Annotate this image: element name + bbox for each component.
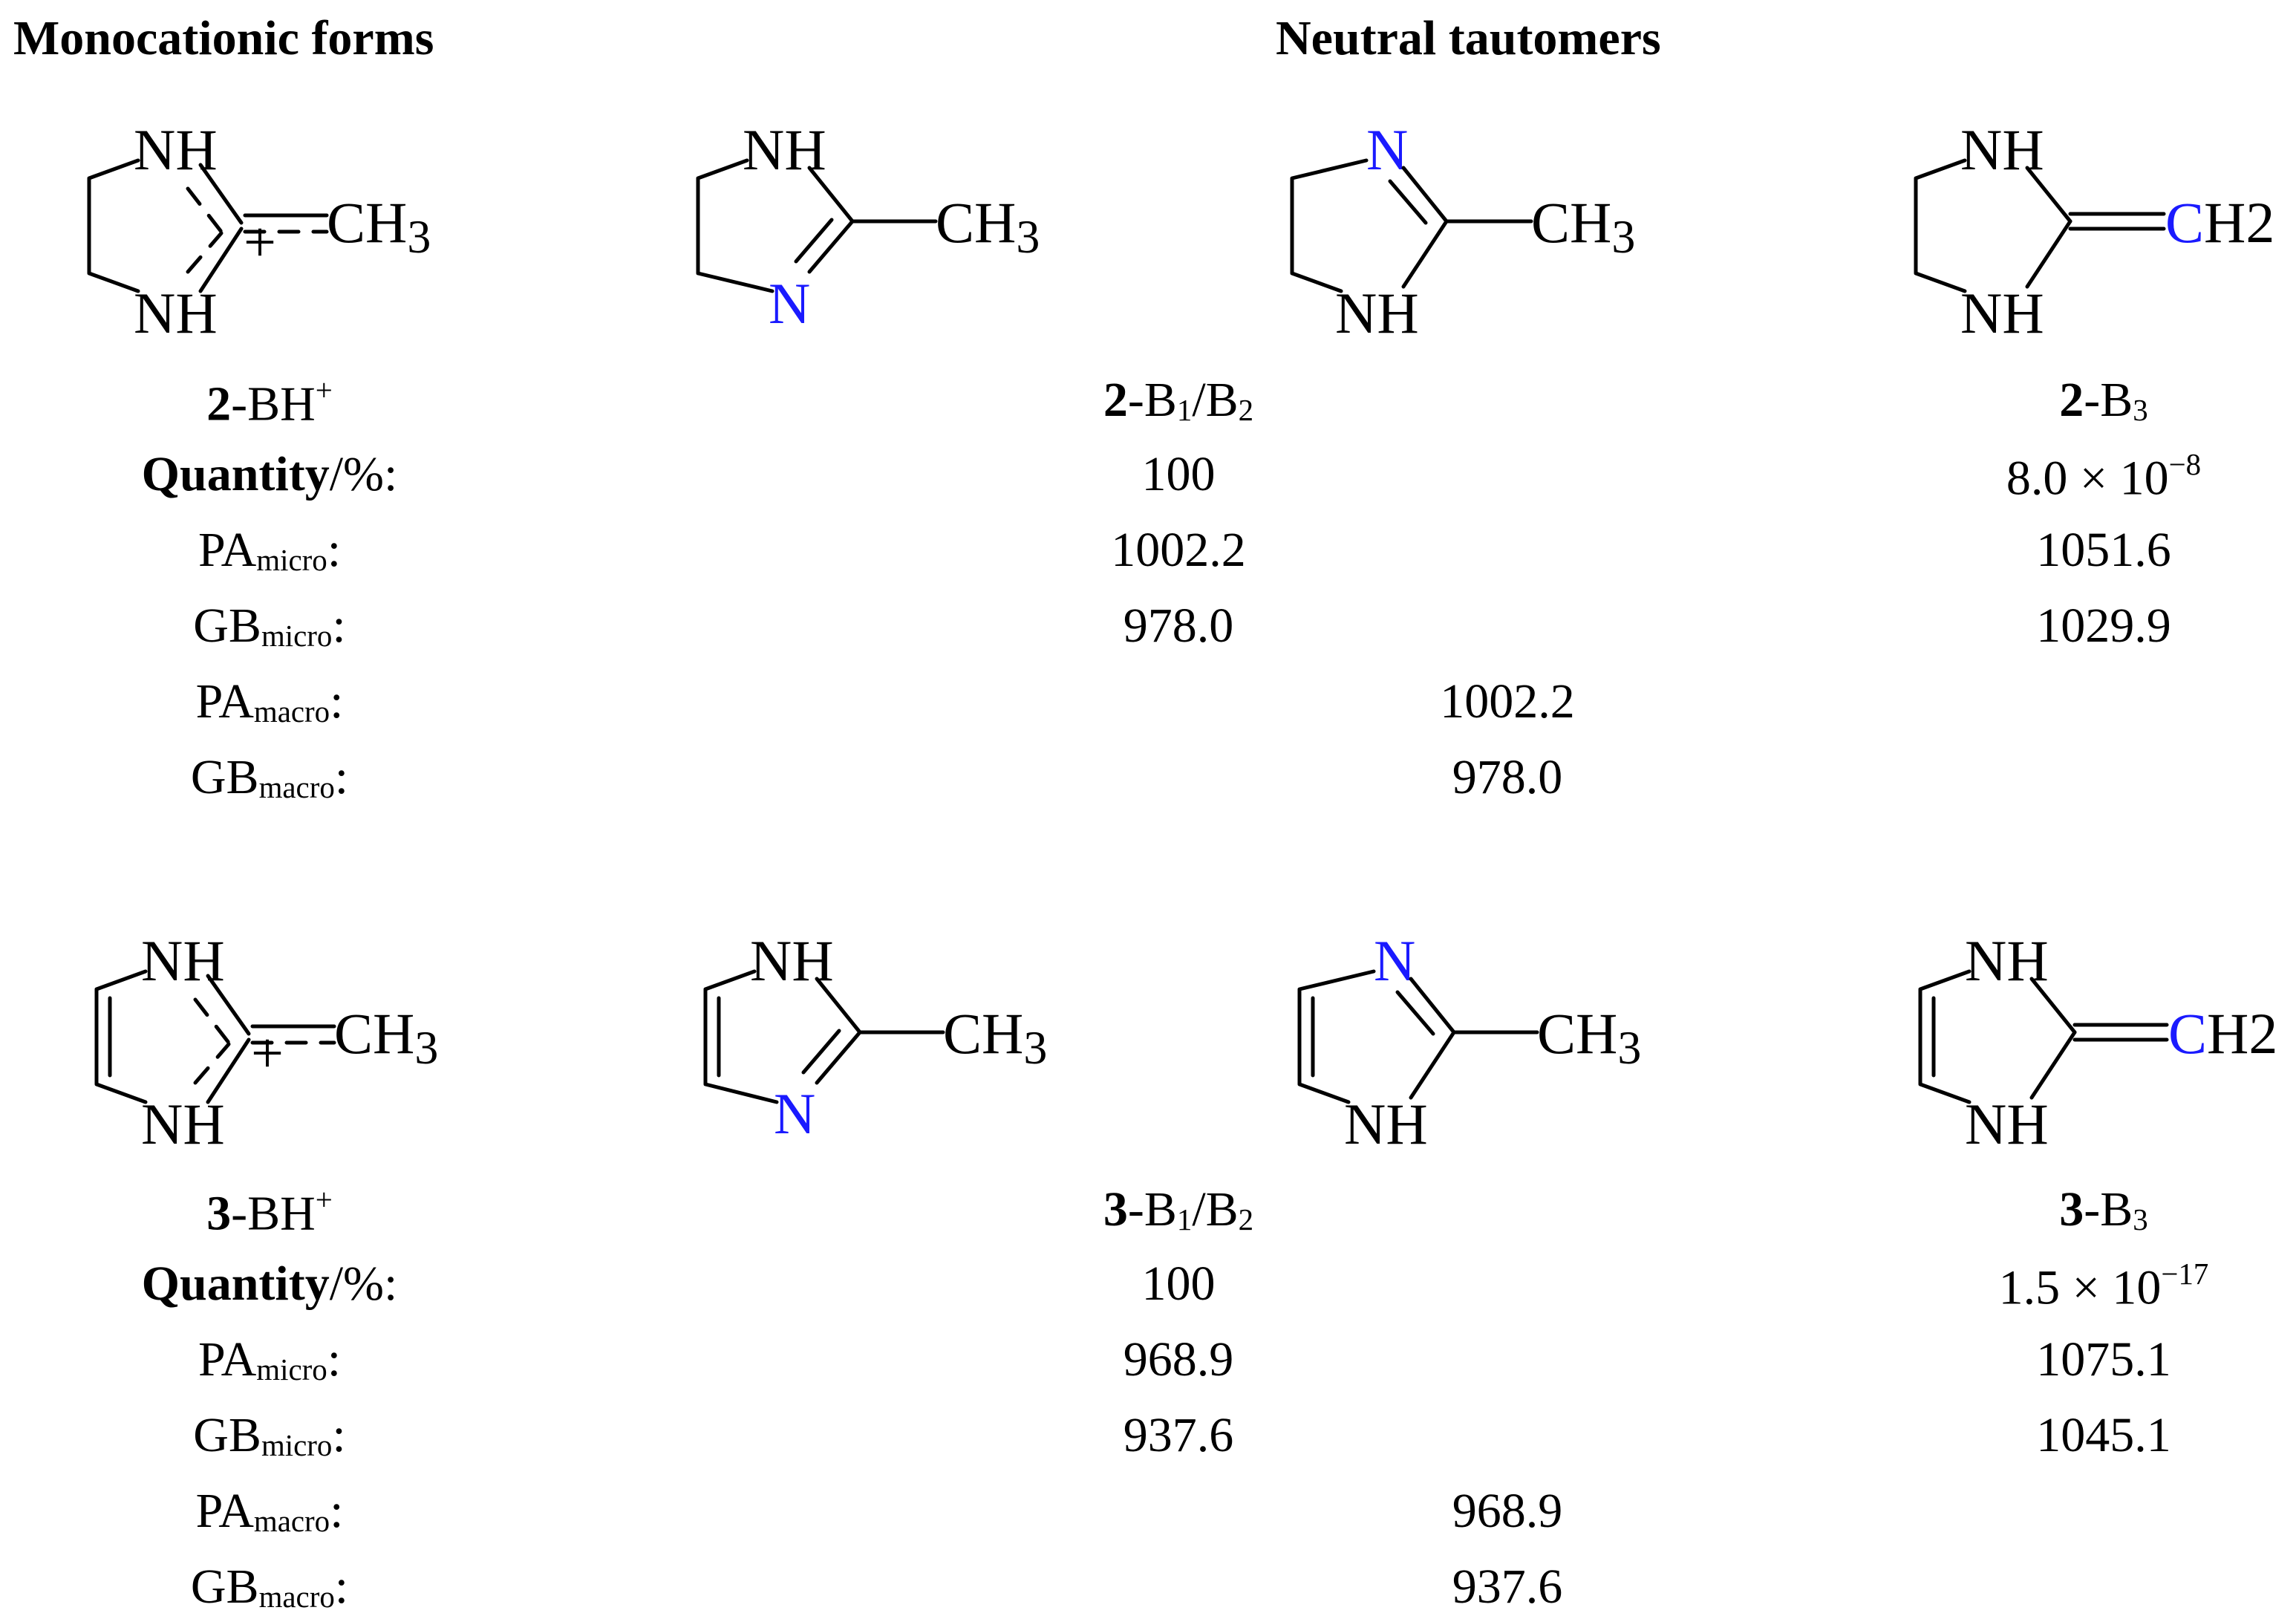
molecule-2-b2: N NH CH3 xyxy=(1290,117,1635,345)
svg-text:CH3: CH3 xyxy=(936,190,1040,263)
atom-n-highlight: N xyxy=(1374,928,1415,993)
svg-text:CH3: CH3 xyxy=(1537,1001,1641,1074)
gb-micro-2-b1-b2: 978.0 xyxy=(1123,599,1234,653)
quantity-3-b3: 1.5 × 10−17 xyxy=(1998,1257,2209,1315)
ch3-label: CH xyxy=(327,190,407,255)
quantity-label: Quantity/%: xyxy=(141,1257,398,1311)
molecule-3-bh-plus: NH NH + CH3 xyxy=(94,928,438,1156)
pa-micro-3-b1-b2: 968.9 xyxy=(1123,1332,1234,1387)
svg-text:CH3: CH3 xyxy=(1531,190,1635,263)
atom-nh-bottom: NH xyxy=(134,281,218,345)
charge-plus: + xyxy=(244,209,276,274)
molecule-2-b1: NH N CH3 xyxy=(696,117,1040,336)
gb-micro-3-b3: 1045.1 xyxy=(2036,1408,2171,1462)
ch3-label: CH xyxy=(334,1001,414,1066)
ch3-label: CH xyxy=(936,190,1016,255)
ch3-label: CH xyxy=(1531,190,1611,255)
quantity-label: Quantity/%: xyxy=(141,447,398,501)
ch2-carbon-highlight: C xyxy=(2168,1001,2207,1066)
svg-text:CH3: CH3 xyxy=(327,190,431,263)
pa-micro-2-b1-b2: 1002.2 xyxy=(1111,523,1246,577)
gb-macro-label: GBmacro: xyxy=(190,1560,349,1615)
gb-macro-3: 937.6 xyxy=(1452,1560,1563,1614)
molecule-3-b1: NH N CH3 xyxy=(703,928,1047,1146)
label-3-bh-plus: 3-BH+ xyxy=(206,1183,333,1241)
pa-micro-2-b3: 1051.6 xyxy=(2036,523,2171,577)
ch3-label: CH xyxy=(943,1001,1023,1066)
label-2-bh-plus: 2-BH+ xyxy=(206,374,333,431)
atom-n-highlight: N xyxy=(774,1081,815,1146)
gb-micro-3-b1-b2: 937.6 xyxy=(1123,1408,1234,1462)
svg-text:CH3: CH3 xyxy=(334,1001,438,1074)
molecule-2-bh-plus: NH NH + CH3 xyxy=(87,117,431,345)
pa-micro-3-b3: 1075.1 xyxy=(2036,1332,2171,1387)
pa-micro-label: PAmicro: xyxy=(198,1332,342,1387)
atom-nh-bottom: NH xyxy=(1335,281,1419,345)
gb-micro-label: GBmicro: xyxy=(193,599,346,654)
pa-macro-label: PAmacro: xyxy=(195,674,344,729)
quantity-3-b1-b2: 100 xyxy=(1141,1257,1216,1311)
pa-macro-3: 968.9 xyxy=(1452,1484,1563,1538)
ch2-label: H2 xyxy=(2207,1001,2277,1066)
atom-nh-bottom: NH xyxy=(1344,1092,1428,1156)
label-3-b3: 3-B3 xyxy=(2059,1182,2148,1237)
monocationic-forms-heading: Monocationic forms xyxy=(13,11,434,65)
pa-micro-label: PAmicro: xyxy=(198,523,342,578)
ch3-label: CH xyxy=(1537,1001,1617,1066)
label-2-b1-b2: 2-B1/B2 xyxy=(1103,373,1254,428)
label-3-b1-b2: 3-B1/B2 xyxy=(1103,1182,1254,1237)
gb-macro-label: GBmacro: xyxy=(190,750,349,805)
svg-text:CH3: CH3 xyxy=(943,1001,1047,1074)
pa-macro-2: 1002.2 xyxy=(1440,674,1575,729)
molecule-2-b3: NH NH CH2 xyxy=(1914,117,2274,345)
gb-macro-2: 978.0 xyxy=(1452,750,1563,804)
charge-plus: + xyxy=(251,1020,284,1085)
label-2-b3: 2-B3 xyxy=(2059,373,2148,428)
molecule-3-b3: NH NH CH2 xyxy=(1918,928,2277,1156)
atom-n-highlight: N xyxy=(769,271,810,336)
pa-macro-label: PAmacro: xyxy=(195,1484,344,1539)
atom-nh-bottom: NH xyxy=(1965,1092,2049,1156)
quantity-2-b3: 8.0 × 10−8 xyxy=(2006,448,2202,506)
atom-nh-bottom: NH xyxy=(141,1092,225,1156)
gb-micro-2-b3: 1029.9 xyxy=(2036,599,2171,653)
atom-nh-bottom: NH xyxy=(1960,281,2044,345)
quantity-2-b1-b2: 100 xyxy=(1141,447,1216,501)
molecule-3-b2: N NH CH3 xyxy=(1297,928,1641,1156)
ch2-carbon-highlight: C xyxy=(2165,190,2204,255)
svg-text:CH2: CH2 xyxy=(2168,1001,2277,1066)
gb-micro-label: GBmicro: xyxy=(193,1408,346,1463)
atom-n-highlight: N xyxy=(1366,117,1408,182)
ch2-label: H2 xyxy=(2204,190,2274,255)
neutral-tautomers-heading: Neutral tautomers xyxy=(1276,11,1661,65)
svg-text:CH2: CH2 xyxy=(2165,190,2274,255)
